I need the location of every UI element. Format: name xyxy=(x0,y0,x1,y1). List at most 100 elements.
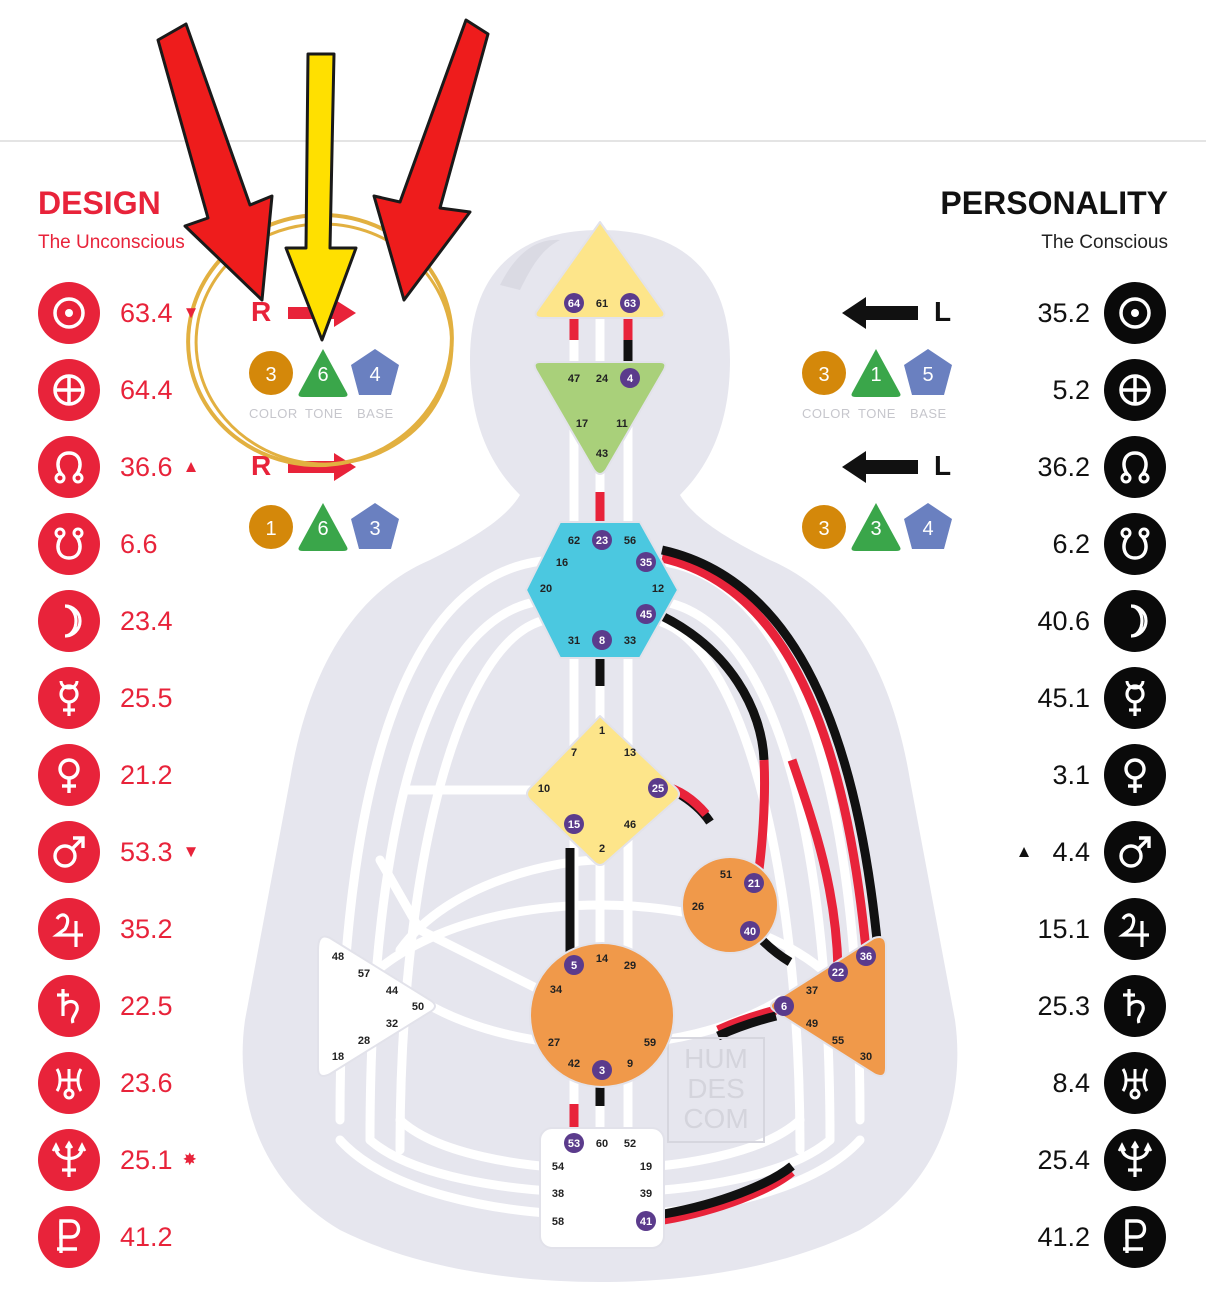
personality-row: 5.2 xyxy=(1052,359,1166,421)
active-gate-badge xyxy=(740,921,760,941)
jupiter-icon xyxy=(38,898,100,960)
gate-number: 51 xyxy=(720,869,732,881)
watermark-frame xyxy=(667,1037,765,1143)
tone-badge xyxy=(851,349,901,397)
gate-number: 41 xyxy=(640,1216,652,1228)
gate-number: 38 xyxy=(552,1188,564,1200)
gate-line-value: 53.3 xyxy=(120,836,173,867)
mercury-icon xyxy=(38,667,100,729)
gate-line-value: 15.1 xyxy=(1037,913,1090,944)
gate-number: 58 xyxy=(552,1216,564,1228)
design-row: 21.2 xyxy=(38,744,173,806)
tone-badge xyxy=(851,503,901,551)
hair-shape xyxy=(500,239,560,290)
personality-row: 4.4▲ xyxy=(1016,821,1166,883)
channel-59-6 xyxy=(716,1005,778,1035)
variable-value: 1 xyxy=(265,518,276,540)
gate-number: 25 xyxy=(652,783,664,795)
active-gate-badge xyxy=(620,293,640,313)
variable-value: 3 xyxy=(265,364,276,386)
gate-number: 20 xyxy=(540,583,552,595)
tone-badge xyxy=(298,503,348,551)
gate-line-value: 35.2 xyxy=(120,913,173,944)
mercury-icon xyxy=(1104,667,1166,729)
tone-label: TONE xyxy=(305,406,343,421)
personality-title: PERSONALITY xyxy=(940,185,1168,221)
gate-number: 6 xyxy=(781,1001,787,1013)
south-node-icon xyxy=(38,513,100,575)
gate-number: 27 xyxy=(548,1037,560,1049)
gate-line-value: 35.2 xyxy=(1037,297,1090,328)
active-gate-badge xyxy=(636,552,656,572)
gate-number: 45 xyxy=(640,609,652,621)
uranus-icon xyxy=(38,1052,100,1114)
personality-row: 3.1 xyxy=(1052,744,1166,806)
gate-number: 30 xyxy=(860,1051,872,1063)
tone-badge xyxy=(298,349,348,397)
pluto-icon xyxy=(38,1206,100,1268)
gate-number: 15 xyxy=(568,819,580,831)
personality-subtitle: The Conscious xyxy=(1041,232,1168,253)
channel-35-36-red xyxy=(661,553,871,951)
active-gate-badge xyxy=(856,946,876,966)
sun-icon xyxy=(38,282,100,344)
design-row: 25.1✸ xyxy=(38,1129,197,1191)
gate-number: 11 xyxy=(616,418,628,430)
gate-number: 43 xyxy=(596,448,608,460)
variable-value: 6 xyxy=(317,518,328,540)
variable-value: 3 xyxy=(818,364,829,386)
gate-number: 48 xyxy=(332,951,344,963)
variable-value: 1 xyxy=(870,364,881,386)
gate-number: 22 xyxy=(832,967,844,979)
personality-row: 6.2 xyxy=(1052,513,1166,575)
design-title: DESIGN xyxy=(38,185,161,221)
channel-59-6-b xyxy=(716,1011,778,1041)
gate-number: 40 xyxy=(744,926,756,938)
neptune-icon xyxy=(38,1129,100,1191)
gate-line-value: 64.4 xyxy=(120,374,173,405)
gate-line-value: 22.5 xyxy=(120,990,173,1021)
personality-row: 40.6 xyxy=(1037,590,1166,652)
gate-line-value: 3.1 xyxy=(1052,759,1090,790)
gate-number: 53 xyxy=(568,1138,580,1150)
gate-number: 24 xyxy=(596,373,609,385)
channel-41-30-b xyxy=(663,1162,795,1219)
color-badge xyxy=(249,351,293,395)
personality-row: 15.1 xyxy=(1037,898,1166,960)
design-row: 63.4▼ xyxy=(38,282,199,344)
color-badge xyxy=(802,505,846,549)
personality-row: 8.4 xyxy=(1052,1052,1166,1114)
gate-number: 29 xyxy=(624,960,636,972)
base-label: BASE xyxy=(357,406,394,421)
personality-row: 36.2 xyxy=(1037,436,1166,498)
annotation-overlay xyxy=(156,18,490,468)
gate-number: 44 xyxy=(386,985,399,997)
variable-value: 4 xyxy=(922,518,933,540)
watermark-text: COM xyxy=(683,1103,748,1134)
fixing-mark: ▲ xyxy=(182,457,200,476)
gate-line-value: 23.4 xyxy=(120,605,173,636)
gate-number: 21 xyxy=(748,878,760,890)
gate-line-value: 25.4 xyxy=(1037,1144,1090,1175)
gate-number: 1 xyxy=(599,725,605,737)
channel-22-12 xyxy=(787,758,843,969)
base-badge xyxy=(904,349,952,395)
active-gate-badge xyxy=(564,955,584,975)
mars-icon xyxy=(1104,821,1166,883)
variable-value: 3 xyxy=(870,518,881,540)
base-badge xyxy=(904,503,952,549)
active-gate-badge xyxy=(592,530,612,550)
personality-row: 25.3 xyxy=(1037,975,1166,1037)
gate-number: 50 xyxy=(412,1001,424,1013)
gate-number: 10 xyxy=(538,783,550,795)
moon-icon xyxy=(1104,590,1166,652)
gate-line-value: 21.2 xyxy=(120,759,173,790)
gate-number: 28 xyxy=(358,1035,370,1047)
channel-35-36-black xyxy=(661,545,883,951)
active-gate-badge xyxy=(744,873,764,893)
gate-number: 14 xyxy=(596,953,609,965)
